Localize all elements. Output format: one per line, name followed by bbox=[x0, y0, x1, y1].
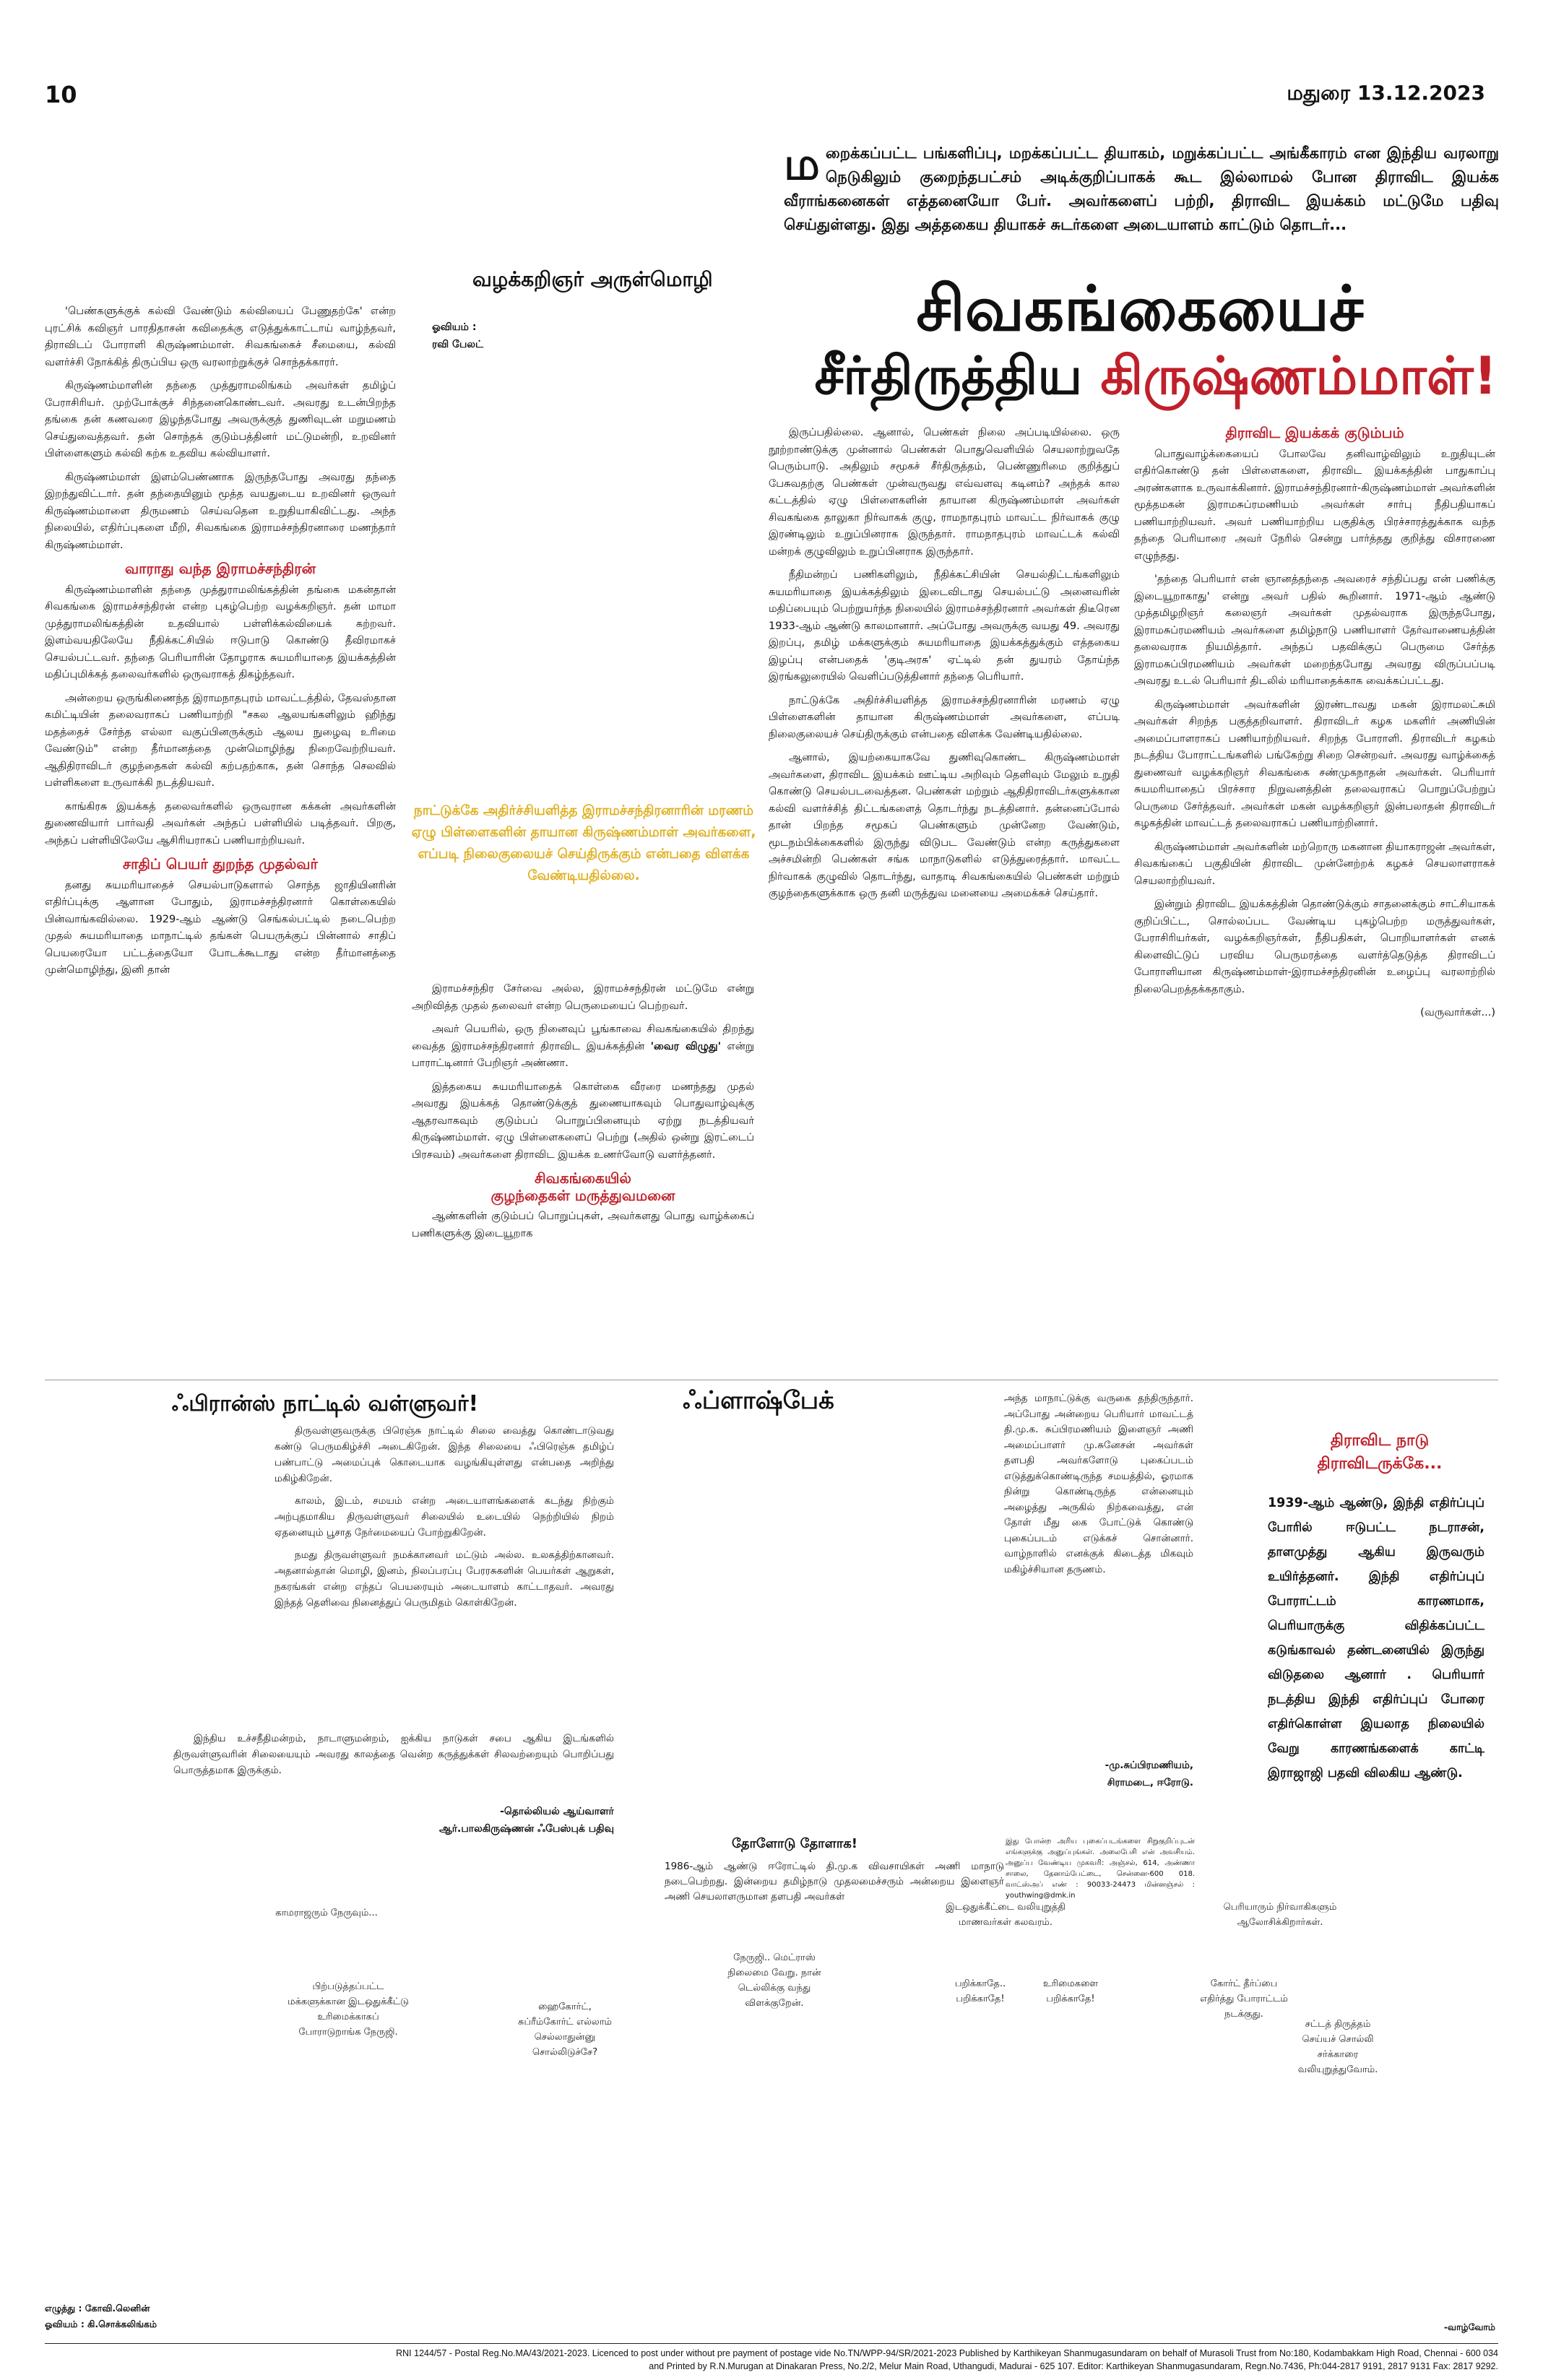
cartoon-credit-right: -வாழ்வோம் bbox=[1443, 2321, 1495, 2332]
col2-para2-bold: 'வைர விழுது' bbox=[650, 1040, 722, 1052]
france-box: திருவள்ளுவருக்கு பிரெஞ்சு நாட்டில் சிலை … bbox=[275, 1423, 614, 1617]
cartoon-bubble-5: இடஒதுக்கீட்டை வலியுறுத்தி மாணவர்கள் கலவர… bbox=[946, 1902, 1066, 1928]
cartoon-strip: காமராஜரும் நேருவும்... பிற்படுத்தப்பட்ட … bbox=[45, 1900, 1498, 2275]
col2-para3: இத்தகைய சுயமரியாதைக் கொள்கை வீரரை மணந்தத… bbox=[412, 1081, 754, 1161]
page-number: 10 bbox=[45, 81, 77, 108]
flashback-text: அந்த மாநாட்டுக்கு வருகை தந்திருந்தார். அ… bbox=[1004, 1393, 1193, 1575]
france-para2: காலம், இடம், சமயம் என்ற அடையாளங்களைக் கட… bbox=[275, 1495, 614, 1539]
col4-continued: (வருவார்கள்...) bbox=[1420, 1007, 1495, 1018]
intro-block: ம றைக்கப்பட்ட பங்களிப்பு, மறக்கப்பட்ட தி… bbox=[784, 142, 1499, 237]
footer-divider bbox=[45, 2343, 1498, 2344]
col1-para6: காங்கிரசு இயக்கத் தலைவர்களில் ஒருவரான கக… bbox=[45, 800, 396, 847]
col1-para4: கிருஷ்ணம்மாளின் தந்தை முத்துராமலிங்கத்தி… bbox=[45, 584, 396, 681]
france-title: ஃபிரான்ஸ் நாட்டில் வள்ளுவர்! bbox=[171, 1391, 479, 1416]
art-name: ரவி பேலட் bbox=[432, 339, 484, 350]
flashback-sign-1: -மு.சுப்பிரமணியம், bbox=[1105, 1760, 1193, 1771]
column-2: இராமச்சந்திர சேர்வை அல்ல, இராமச்சந்திரன்… bbox=[412, 981, 754, 1249]
col4-subhead: திராவிட இயக்கக் குடும்பம் bbox=[1225, 424, 1404, 441]
france-para4-box: இந்திய உச்சநீதிமன்றம், நாடாளுமன்றம், ஐக்… bbox=[173, 1731, 614, 1785]
cartoon-bubble-4: நேருஜி.. மெட்ராஸ் நிலைமை வேறு. நான் டெல்… bbox=[727, 1952, 821, 2009]
article-title-line1: சிவகங்கையைச் bbox=[916, 273, 1364, 345]
flashback-title: ஃப்ளாஷ்பேக் bbox=[683, 1386, 834, 1415]
pullquote: நாட்டுக்கே அதிர்ச்சியளித்த இராமச்சந்திரன… bbox=[411, 803, 756, 883]
col2-subhead-line1: சிவகங்கையில் bbox=[535, 1169, 631, 1187]
author-byline: வழக்கறிஞர் அருள்மொழி bbox=[472, 267, 713, 291]
col4-para5: இன்றும் திராவிட இயக்கத்தின் தொண்டுக்கும்… bbox=[1134, 899, 1495, 995]
cartoon-credit-artist: ஓவியம் : கி.சொக்கலிங்கம் bbox=[45, 2319, 157, 2329]
column-3: இருப்பதில்லை. ஆனால், பெண்கள் நிலை அப்படி… bbox=[769, 425, 1120, 909]
title-black-part: சீர்திருத்திய bbox=[814, 345, 1083, 406]
col4-para1: பொதுவாழ்க்கையைப் போலவே தனிவாழ்விலும் உறு… bbox=[1134, 448, 1495, 562]
france-para4: இந்திய உச்சநீதிமன்றம், நாடாளுமன்றம், ஐக்… bbox=[173, 1733, 614, 1776]
cartoon-bubble-6: பறிக்காதே.. பறிக்காதே! bbox=[954, 1978, 1006, 2004]
cartoon-bubble-3: ஹைகோர்ட், சுப்ரீம்கோர்ட் எல்லாம் செல்லாத… bbox=[518, 2002, 612, 2058]
footer-imprint-1: RNI 1244/57 - Postal Reg.No.MA/43/2021-2… bbox=[396, 2348, 1498, 2358]
col1-para1: 'பெண்களுக்குக் கல்வி வேண்டும் கல்வியைப் … bbox=[45, 306, 396, 368]
col2-para2-a: அவர் பெயரில், ஒரு நினைவுப் பூங்காவை சிவக… bbox=[412, 1024, 754, 1052]
col3-para3: நாட்டுக்கே அதிர்ச்சியளித்த இராமச்சந்திரன… bbox=[769, 694, 1120, 740]
dravida-text: 1939-ஆம் ஆண்டு, இந்தி எதிர்ப்புப் போரில்… bbox=[1268, 1496, 1484, 1780]
col4-para2: 'தந்தை பெரியார் என் ஞானத்தந்தை அவரைச் சந… bbox=[1134, 574, 1495, 687]
flashback-photo-caption: 1986-ஆம் ஆண்டு ஈரோட்டில் தி.மு.க விவசாயி… bbox=[665, 1861, 1004, 1903]
dravida-title-line2: திராவிடருக்கே... bbox=[1317, 1455, 1443, 1473]
intro-text: றைக்கப்பட்ட பங்களிப்பு, மறக்கப்பட்ட தியா… bbox=[784, 144, 1499, 233]
col2-subhead-line2: குழந்தைகள் மருத்துவமனை bbox=[490, 1186, 675, 1204]
col1-subhead-2: சாதிப் பெயர் துறந்த முதல்வர் bbox=[123, 855, 318, 873]
col1-para2: கிருஷ்ணம்மாளின் தந்தை முத்துராமலிங்கம் அ… bbox=[45, 380, 396, 459]
france-sign-1: -தொல்லியல் ஆய்வாளர் bbox=[500, 1806, 614, 1817]
france-para3: நமது திருவள்ளுவர் நமக்கானவர் மட்டும் அல்… bbox=[275, 1549, 614, 1609]
col2-para1: இராமச்சந்திர சேர்வை அல்ல, இராமச்சந்திரன்… bbox=[412, 983, 754, 1012]
cartoon-bubble-2: பிற்படுத்தப்பட்ட மக்களுக்கான இடஒதுக்கீட்… bbox=[288, 1981, 409, 2038]
col4-para3: கிருஷ்ணம்மாள் அவர்களின் இரண்டாவது மகன் இ… bbox=[1134, 698, 1495, 830]
col1-para5: அன்றைய ஒருங்கிணைந்த இராமநாதபுரம் மாவட்டத… bbox=[45, 692, 396, 789]
cartoon-bubble-7: உரிமைகளை பறிக்காதே! bbox=[1042, 1978, 1099, 2004]
france-para1: திருவள்ளுவருக்கு பிரெஞ்சு நாட்டில் சிலை … bbox=[275, 1425, 614, 1484]
cartoon-bubble-1: காமராஜரும் நேருவும்... bbox=[275, 1908, 378, 1918]
flashback-notice: இது போன்ற அரிய புகைப்படங்களை சிறுகுறிப்ப… bbox=[1006, 1838, 1195, 1900]
cartoon-bubble-8: பெரியாரும் நிர்வாகிகளும் ஆலோசிக்கிறார்கள… bbox=[1223, 1902, 1337, 1928]
flashback-sign-2: சிராமடை, ஈரோடு. bbox=[1107, 1777, 1193, 1788]
city-date: மதுரை 13.12.2023 bbox=[1287, 81, 1485, 105]
col1-subhead-1: வாராது வந்த இராமச்சந்திரன் bbox=[124, 560, 316, 577]
art-label: ஓவியம் : bbox=[432, 321, 477, 333]
col3-para1: இருப்பதில்லை. ஆனால், பெண்கள் நிலை அப்படி… bbox=[769, 427, 1120, 558]
article-title-line2: சீர்திருத்திய கிருஷ்ணம்மாள்! bbox=[795, 339, 1517, 412]
cartoon-credit-writer: எழுத்து : கோவி.லெனின் bbox=[45, 2303, 150, 2314]
col3-para2: நீதிமன்றப் பணிகளிலும், நீதிக்கட்சியின் ச… bbox=[769, 569, 1120, 683]
col2-para4: ஆண்களின் குடும்பப் பொறுப்புகள், அவர்களது… bbox=[412, 1211, 754, 1239]
col1-para3: கிருஷ்ணம்மாள் இளம்பெண்ணாக இருந்தபோது அவர… bbox=[45, 471, 396, 551]
cartoon-bubble-10: சட்டத் திருத்தம் செய்யச் சொல்லி சர்க்கார… bbox=[1297, 2019, 1378, 2075]
footer-imprint-2: and Printed by R.N.Murugan at Dinakaran … bbox=[649, 2361, 1498, 2371]
intro-drop-cap: ம bbox=[784, 137, 820, 190]
cartoon-bubble-9: கோர்ட் தீர்ப்பை எதிர்த்து போராட்டம் நடக்… bbox=[1200, 1978, 1288, 2020]
france-sign-2: ஆர்.பாலகிருஷ்ணன் ஃபேஸ்புக் பதிவு bbox=[439, 1823, 614, 1835]
col2-para2: அவர் பெயரில், ஒரு நினைவுப் பூங்காவை சிவக… bbox=[412, 1021, 754, 1073]
col1-para7: தனது சுயமரியாதைச் செயல்பாடுகளால் சொந்த ஜ… bbox=[45, 879, 396, 977]
title-red-part: கிருஷ்ணம்மாள்! bbox=[1100, 345, 1497, 406]
col3-para4: ஆனால், இயற்கையாகவே துணிவுகொண்ட கிருஷ்ணம்… bbox=[769, 752, 1120, 899]
flashback-photo-title: தோளோடு தோளாக! bbox=[732, 1836, 857, 1851]
column-4: திராவிட இயக்கக் குடும்பம் பொதுவாழ்க்கையை… bbox=[1134, 424, 1495, 1022]
col4-para4: கிருஷ்ணம்மாள் அவர்களின் மற்றொரு மகனான தி… bbox=[1134, 841, 1495, 887]
col2-para2-b: என்று பாராட்டினார் பேறிஞர் அண்ணா. bbox=[412, 1040, 754, 1070]
column-1: 'பெண்களுக்குக் கல்வி வேண்டும் கல்வியைப் … bbox=[45, 303, 396, 986]
dravida-title-line1: திராவிட நாடு bbox=[1330, 1432, 1430, 1450]
